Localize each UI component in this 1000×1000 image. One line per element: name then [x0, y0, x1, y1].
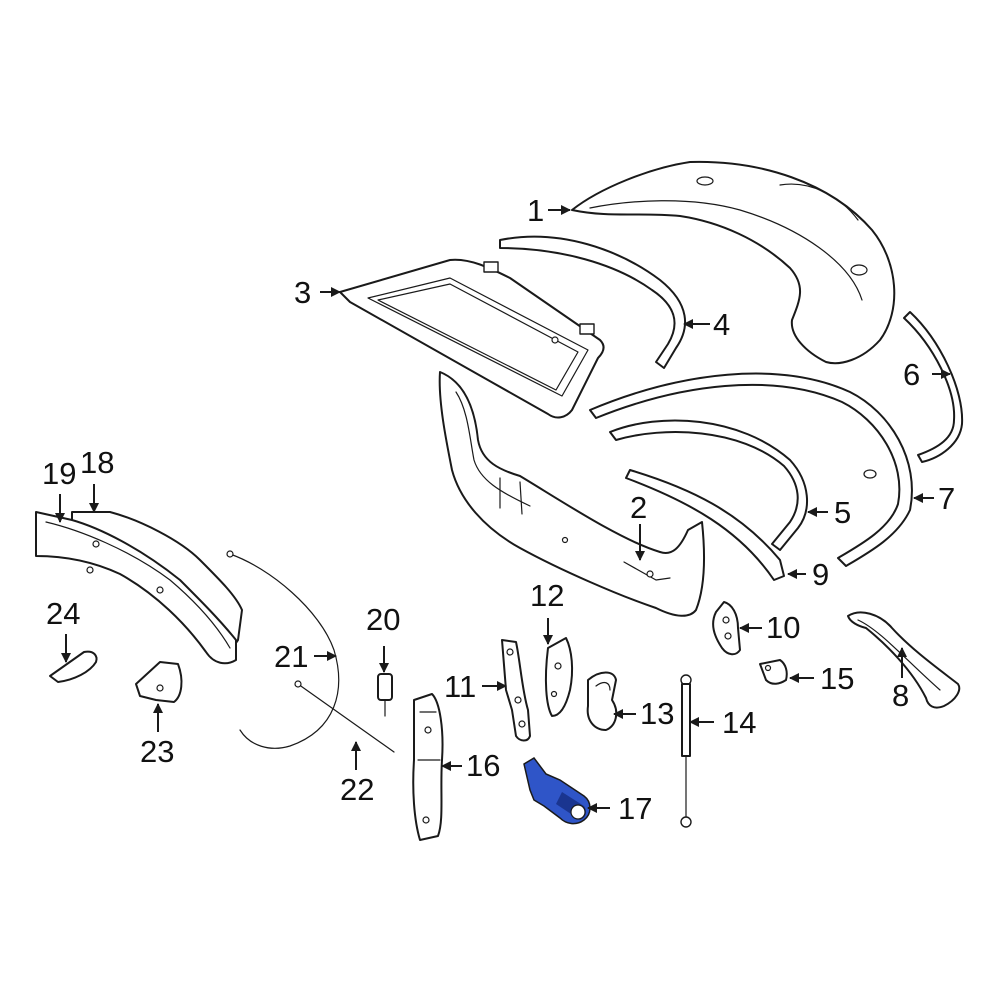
- callout-4: 4: [713, 307, 730, 342]
- callout-3: 3: [294, 275, 311, 310]
- part-1-cover[interactable]: [571, 160, 896, 365]
- part-18-19-rail[interactable]: [35, 511, 243, 665]
- callout-22: 22: [340, 772, 374, 807]
- callout-23: 23: [140, 734, 174, 769]
- callout-12: 12: [530, 578, 564, 613]
- callout-9: 9: [812, 557, 829, 592]
- callout-8: 8: [892, 678, 909, 713]
- callout-19: 19: [42, 456, 76, 491]
- callout-20: 20: [366, 602, 400, 637]
- part-15-clip[interactable]: [759, 659, 788, 685]
- part-22-rod[interactable]: [294, 680, 395, 753]
- part-4-seal[interactable]: [499, 235, 687, 369]
- part-8-bar[interactable]: [847, 611, 961, 709]
- part-20-switch[interactable]: [377, 673, 393, 717]
- callout-1: 1: [527, 193, 544, 228]
- part-23-mount[interactable]: [135, 661, 183, 703]
- part-17-actuator[interactable]: [523, 757, 591, 825]
- callout-6: 6: [903, 357, 920, 392]
- part-14-gas-strut[interactable]: [680, 674, 692, 828]
- part-13-latch[interactable]: [586, 671, 618, 731]
- callout-2: 2: [630, 490, 647, 525]
- callout-5: 5: [834, 495, 851, 530]
- callout-17: 17: [618, 791, 652, 826]
- part-12-hinge-arm[interactable]: [544, 637, 574, 717]
- part-10-bracket[interactable]: [712, 601, 741, 656]
- callout-18: 18: [80, 445, 114, 480]
- callout-7: 7: [938, 481, 955, 516]
- callout-11: 11: [444, 669, 476, 704]
- part-5-seal[interactable]: [609, 419, 809, 551]
- callout-13: 13: [640, 696, 674, 731]
- callout-15: 15: [820, 661, 854, 696]
- part-21-cable[interactable]: [226, 550, 340, 749]
- part-7-lid-trim[interactable]: [589, 372, 913, 567]
- callout-16: 16: [466, 748, 500, 783]
- leader-lines: [55, 205, 951, 813]
- callout-10: 10: [766, 610, 800, 645]
- callout-21: 21: [274, 639, 308, 674]
- callout-24: 24: [46, 596, 80, 631]
- callout-14: 14: [722, 705, 756, 740]
- part-16-side-bracket[interactable]: [412, 693, 444, 841]
- part-24-cap[interactable]: [49, 650, 98, 683]
- callout-labels: 1 2 3 4 5 6 7 8 9 10 11 12 13 14 15 16 1…: [42, 193, 955, 826]
- part-11-hinge-plate[interactable]: [501, 639, 531, 742]
- part-3-window-frame[interactable]: [339, 258, 605, 419]
- part-9-seal-strip[interactable]: [625, 469, 785, 581]
